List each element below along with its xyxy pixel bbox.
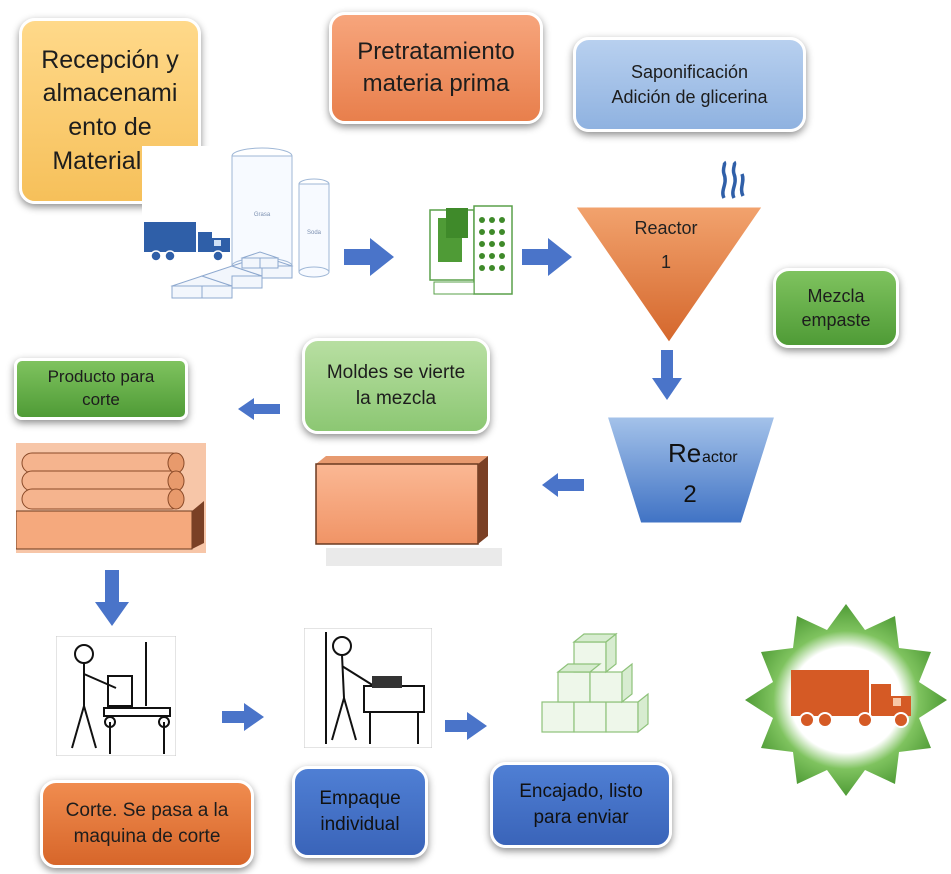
empaque-line1: Empaque: [319, 788, 401, 810]
mezcla-line1: Mezcla: [807, 285, 865, 306]
mezcla-line2: empaste: [801, 310, 871, 330]
box-empaque: Empaque individual: [292, 766, 428, 858]
product-logs: [16, 443, 206, 553]
producto-line2: corte: [82, 390, 120, 409]
box-corte: Corte. Se pasa a la maquina de corte: [40, 780, 254, 868]
pretreatment-illustration: [424, 198, 520, 302]
reactor-2-label-big: Re: [668, 438, 701, 468]
arrow-down-reactor: [652, 350, 682, 400]
encajado-line2: para enviar: [533, 807, 629, 828]
arrow-left-2: [542, 473, 584, 497]
corte-line1: Corte. Se pasa a la: [65, 800, 229, 822]
reactor-2-label-small: actor: [702, 449, 738, 466]
blue-truck-icon: [144, 222, 230, 262]
box-recepcion: Recepción y almacenami ento de Materiale…: [19, 18, 201, 204]
reactor-1: Reactor 1: [571, 204, 767, 347]
delivery-badge: [745, 604, 947, 796]
empaque-line2: individual: [320, 814, 400, 835]
boxed-illustration: [534, 616, 652, 736]
arrow-left-1: [238, 398, 280, 420]
encajado-line1: Encajado, listo: [519, 781, 643, 803]
box-producto: Producto para corte: [14, 358, 188, 420]
orange-truck-icon: [791, 670, 911, 728]
corte-line2: maquina de corte: [73, 826, 221, 847]
moldes-line2: la mezcla: [355, 388, 437, 409]
arrow-right-3: [222, 703, 264, 731]
tank-grasa-label: Grasa: [254, 212, 271, 218]
steam-icon: [721, 160, 745, 199]
soap-mold-block: [315, 456, 502, 566]
producto-line1: Producto para: [47, 367, 155, 387]
storage-illustration: Grasa Soda: [142, 146, 334, 306]
cutting-machine-illustration: [56, 636, 176, 756]
arrow-down-left: [95, 570, 129, 626]
box-pretratamiento-text: Pretratamiento materia prima: [357, 37, 515, 97]
moldes-line1: Moldes se vierte: [326, 362, 466, 384]
box-mezcla: Mezcla empaste: [773, 268, 899, 348]
box-moldes: Moldes se vierte la mezcla: [302, 338, 490, 434]
reactor-2: Re actor 2: [603, 414, 779, 526]
box-pretratamiento: Pretratamiento materia prima: [329, 12, 543, 124]
reactor-2-number: 2: [683, 481, 696, 508]
reactor-1-number: 1: [661, 252, 671, 272]
box-recepcion-text: Recepción y almacenami ento de Materiale…: [41, 45, 179, 175]
arrow-right-2: [522, 238, 572, 276]
tank-soda-label: Soda: [307, 230, 322, 236]
box-saponificacion: Saponificación Adición de glicerina: [573, 37, 806, 132]
box-encajado: Encajado, listo para enviar: [490, 762, 672, 848]
saponificacion-line2: Adición de glicerina: [611, 86, 768, 107]
reactor-1-label: Reactor: [634, 218, 697, 238]
saponificacion-line1: Saponificación: [630, 62, 749, 83]
packaging-illustration: [304, 628, 432, 748]
arrow-right-4: [445, 712, 487, 740]
arrow-right-1: [344, 238, 394, 276]
